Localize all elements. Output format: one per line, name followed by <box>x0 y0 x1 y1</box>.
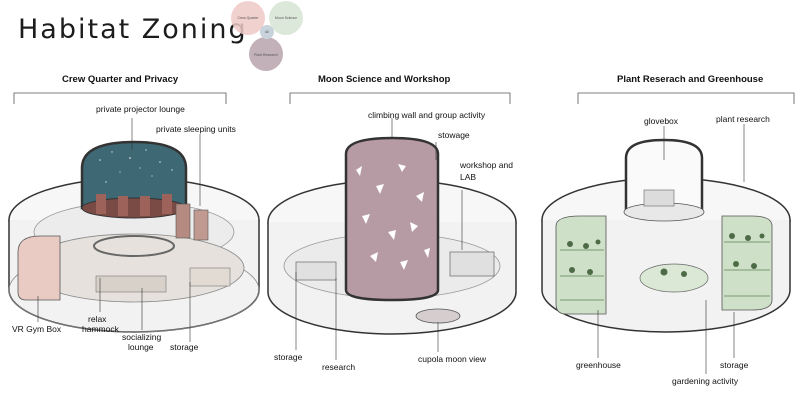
label-vr-gym-box: VR Gym Box <box>12 324 62 334</box>
label-relax: relax <box>88 314 107 324</box>
label-plant-research: plant research <box>716 114 770 124</box>
section-title-crew: Crew Quarter and Privacy <box>62 74 179 85</box>
label-lounge: lounge <box>128 342 154 352</box>
label-lab: LAB <box>460 172 477 182</box>
page-title: Habitat Zoning <box>18 14 248 45</box>
climbing-wall-cylinder <box>344 136 440 302</box>
label-hammock: hammock <box>82 324 119 334</box>
label-storage-crew: storage <box>170 342 199 352</box>
label-storage-moon: storage <box>274 352 303 362</box>
module-plant-research <box>541 124 791 374</box>
label-research: research <box>322 362 356 372</box>
label-stowage: stowage <box>438 130 470 140</box>
label-climbing-wall: climbing wall and group activity <box>368 110 486 120</box>
module-moon-science <box>267 118 517 360</box>
section-brackets <box>13 92 795 104</box>
label-greenhouse: greenhouse <box>576 360 621 370</box>
section-title-moon: Moon Science and Workshop <box>318 74 451 85</box>
cupola <box>415 308 461 324</box>
greenhouse-racks <box>555 215 773 315</box>
label-socializing: socializing <box>122 332 162 342</box>
section-title-plant: Plant Reserach and Greenhouse <box>617 74 764 85</box>
dome-stars <box>99 149 173 183</box>
module-crew-quarter <box>8 118 260 342</box>
plants <box>567 233 765 277</box>
label-cupola-moon-view: cupola moon view <box>418 354 487 364</box>
climbing-holds <box>356 164 430 270</box>
label-storage-plant: storage <box>720 360 749 370</box>
vr-gym-box <box>17 235 61 301</box>
label-private-sleeping-units: private sleeping units <box>156 124 236 134</box>
label-workshop-and: workshop and <box>460 160 513 170</box>
projector-lounge-dome <box>80 140 188 210</box>
label-private-projector-lounge: private projector lounge <box>96 104 185 114</box>
label-glovebox: glovebox <box>644 116 679 126</box>
label-gardening-activity: gardening activity <box>672 376 739 386</box>
